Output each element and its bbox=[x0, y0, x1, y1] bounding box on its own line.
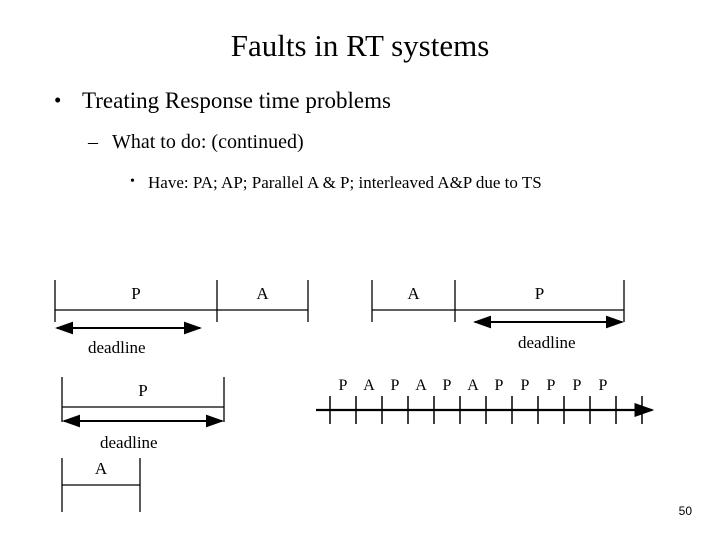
timeline-ap-deadline-label: deadline bbox=[518, 333, 576, 352]
bullet-level-3: • Have: PA; AP; Parallel A & P; interlea… bbox=[130, 172, 660, 193]
timeline-interleaved-label-4: P bbox=[442, 377, 452, 394]
timeline-interleaved-label-3: A bbox=[415, 377, 427, 394]
timeline-interleaved-label-1: A bbox=[363, 377, 375, 394]
timeline-interleaved-label-8: P bbox=[546, 377, 556, 394]
timeline-ap-segment-label-0: A bbox=[407, 284, 420, 303]
bullet-text-level-3: Have: PA; AP; Parallel A & P; interleave… bbox=[148, 173, 542, 192]
timeline-ap-segment-label-1: P bbox=[534, 284, 545, 303]
bullet-level-1: • Treating Response time problems bbox=[54, 88, 674, 114]
bullet-glyph-level-1: • bbox=[54, 88, 62, 112]
bullet-glyph-level-3: • bbox=[130, 174, 135, 189]
timeline-interleaved-label-6: P bbox=[494, 377, 504, 394]
timeline-interleaved-label-0: P bbox=[338, 377, 348, 394]
timeline-parallel-p-deadline-label: deadline bbox=[100, 433, 158, 452]
bullet-glyph-level-2: – bbox=[88, 131, 98, 153]
timeline-interleaved-label-5: A bbox=[467, 377, 479, 394]
bullet-text-level-2: What to do: (continued) bbox=[112, 131, 304, 153]
timeline-pa-deadline-label: deadline bbox=[88, 338, 146, 357]
page-title: Faults in RT systems bbox=[230, 28, 490, 63]
timeline-parallel-a-segment-label-0: A bbox=[94, 459, 108, 478]
timeline-interleaved-label-7: P bbox=[520, 377, 530, 394]
bullet-level-2: – What to do: (continued) bbox=[88, 131, 688, 154]
page-number: 50 bbox=[678, 504, 692, 518]
timeline-parallel-p-segment-label-0: P bbox=[138, 381, 148, 400]
timeline-interleaved-label-2: P bbox=[390, 377, 400, 394]
timeline-interleaved-label-10: P bbox=[598, 377, 608, 394]
timeline-interleaved-label-9: P bbox=[572, 377, 582, 394]
bullet-text-level-1: Treating Response time problems bbox=[82, 88, 391, 113]
timeline-pa-segment-label-1: A bbox=[256, 284, 269, 303]
timeline-pa-segment-label-0: P bbox=[131, 284, 141, 303]
